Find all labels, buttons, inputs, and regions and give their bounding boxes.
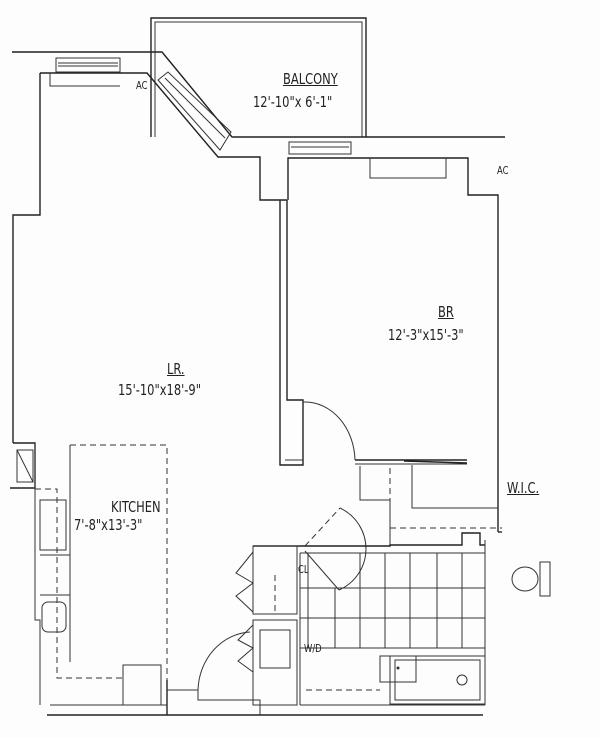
bath-door	[304, 507, 367, 591]
kitchen-label: KITCHEN	[111, 498, 161, 516]
living-room-size: 15'-10"x18'-9"	[118, 381, 201, 399]
kitchen	[10, 442, 168, 706]
ac-unit-br	[369, 158, 447, 179]
exterior-wall	[12, 51, 505, 532]
balcony-size: 12'-10"x 6'-1"	[253, 93, 333, 111]
ac-label-lr: AC	[136, 79, 148, 92]
wic-label: W.I.C.	[507, 479, 540, 497]
balcony-label: BALCONY	[283, 70, 338, 88]
kitchen-size: 7'-8"x13'-3"	[74, 516, 143, 534]
bedroom-label: BR	[438, 303, 454, 321]
ac-label-br: AC	[497, 164, 509, 177]
bottom-wall	[47, 680, 485, 716]
wic-walls	[355, 459, 502, 546]
ac-unit-lr	[49, 73, 120, 87]
closet-walls	[197, 545, 298, 706]
stove-icon	[39, 499, 67, 551]
bathtub-icon	[389, 655, 486, 705]
bedroom-size: 12'-3"x15'-3"	[388, 326, 464, 344]
bathroom	[253, 532, 486, 705]
dishwasher-icon	[122, 664, 162, 706]
living-room-label: LR.	[167, 360, 185, 378]
closet-label: CL	[298, 563, 309, 576]
toilet-icon	[511, 561, 551, 597]
window-lr	[55, 57, 121, 73]
partition-wall	[279, 200, 304, 466]
bedroom-door-swing	[304, 401, 356, 461]
window-diagonal	[157, 71, 232, 151]
window-br	[288, 141, 352, 155]
washer-dryer-label: W/D	[304, 642, 322, 655]
kitchen-sink-icon	[41, 601, 67, 633]
